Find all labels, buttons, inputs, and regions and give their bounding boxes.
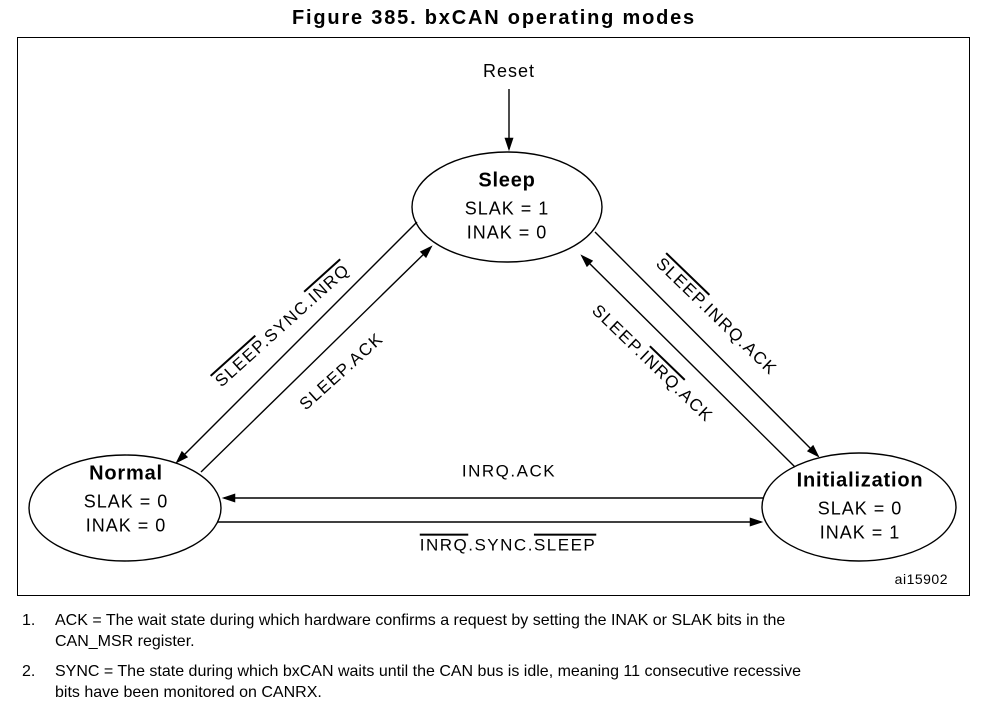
- footnote-2: 2. SYNC = The state during which bxCAN w…: [22, 661, 922, 703]
- state-initialization-slak: SLAK = 0: [817, 498, 903, 519]
- transition-label-segment: INRQ: [419, 535, 469, 555]
- state-initialization: Initialization SLAK = 0 INAK = 1: [797, 468, 924, 545]
- state-sleep-slak: SLAK = 1: [464, 198, 550, 219]
- figure-title: Figure 385. bxCAN operating modes: [292, 7, 696, 29]
- state-sleep: Sleep SLAK = 1 INAK = 0: [465, 168, 550, 245]
- footnote-1: 1. ACK = The wait state during which har…: [22, 610, 922, 652]
- transition-label-initialization-to-normal: INRQ.ACK: [461, 461, 557, 482]
- footnote-2-text: SYNC = The state during which bxCAN wait…: [55, 663, 801, 701]
- state-initialization-inak: INAK = 1: [819, 522, 901, 543]
- footnote-1-number: 1.: [22, 612, 36, 629]
- state-normal-inak: INAK = 0: [85, 515, 167, 536]
- state-normal: Normal SLAK = 0 INAK = 0: [84, 461, 169, 538]
- footnote-1-text: ACK = The wait state during which hardwa…: [55, 612, 786, 650]
- footnotes: 1. ACK = The wait state during which har…: [22, 610, 922, 712]
- state-sleep-name: Sleep: [478, 169, 536, 192]
- state-sleep-inak: INAK = 0: [466, 222, 548, 243]
- reset-label: Reset: [482, 61, 536, 81]
- figure-watermark: ai15902: [894, 571, 948, 587]
- transition-label-normal-to-initialization: INRQ.SYNC.SLEEP: [419, 535, 597, 556]
- state-initialization-name: Initialization: [796, 469, 924, 492]
- transition-label-segment: .SYNC.: [468, 535, 534, 555]
- state-normal-slak: SLAK = 0: [83, 491, 169, 512]
- state-normal-name: Normal: [89, 462, 163, 485]
- footnote-2-number: 2.: [22, 663, 36, 680]
- transition-label-segment: SLEEP: [533, 535, 597, 555]
- transition-label-segment: INRQ.ACK: [461, 461, 557, 481]
